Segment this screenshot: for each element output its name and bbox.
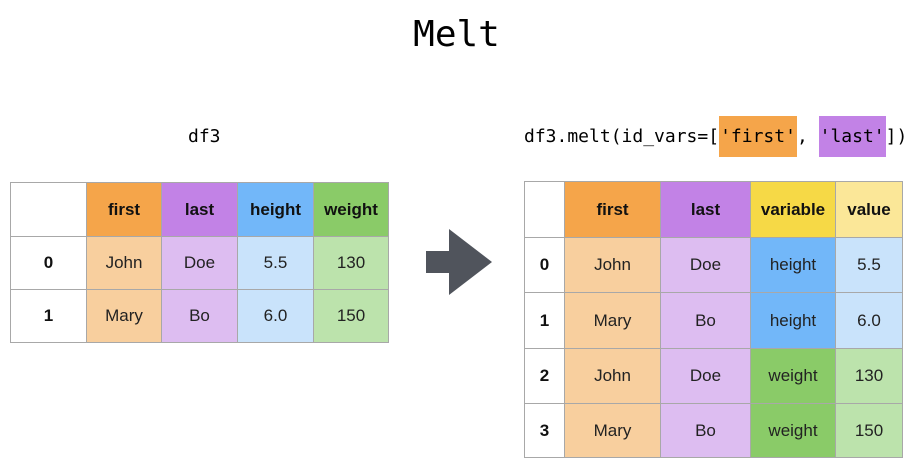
input-table: first last height weight 0 John Doe 5.5 … (10, 182, 389, 343)
caption-first-highlight: 'first' (719, 116, 797, 157)
row-index: 0 (524, 237, 565, 293)
cell-value: 150 (835, 403, 903, 458)
cell-last: Doe (161, 236, 238, 290)
header-index (10, 182, 87, 237)
header-last: last (660, 181, 751, 238)
row-index: 3 (524, 403, 565, 458)
cell-last: Bo (660, 403, 751, 458)
header-variable: variable (750, 181, 836, 238)
cell-height: 5.5 (237, 236, 314, 290)
diagram-title: Melt (413, 14, 500, 55)
caption-suffix: ]) (885, 126, 908, 147)
cell-last: Doe (660, 237, 751, 293)
cell-first: Mary (86, 289, 162, 343)
header-last: last (161, 182, 238, 237)
caption-separator: , (796, 126, 819, 147)
table-row: 2 John Doe weight 130 (524, 348, 903, 404)
right-caption: df3.melt(id_vars=['first', 'last']) (524, 116, 908, 157)
header-weight: weight (313, 182, 389, 237)
row-index: 1 (10, 289, 87, 343)
cell-variable: weight (750, 348, 836, 404)
table-row: 0 John Doe height 5.5 (524, 237, 903, 293)
cell-last: Doe (660, 348, 751, 404)
cell-first: John (564, 237, 661, 293)
caption-prefix: df3.melt(id_vars=[ (524, 126, 720, 147)
cell-first: Mary (564, 292, 661, 349)
header-first: first (86, 182, 162, 237)
cell-variable: height (750, 292, 836, 349)
left-caption: df3 (188, 126, 221, 147)
caption-last-highlight: 'last' (818, 116, 886, 157)
cell-first: John (86, 236, 162, 290)
cell-variable: height (750, 237, 836, 293)
row-index: 0 (10, 236, 87, 290)
header-value: value (835, 181, 903, 238)
cell-weight: 130 (313, 236, 389, 290)
cell-value: 6.0 (835, 292, 903, 349)
cell-first: Mary (564, 403, 661, 458)
table-row: 3 Mary Bo weight 150 (524, 403, 903, 458)
table-row: 1 Mary Bo 6.0 150 (10, 289, 389, 343)
header-first: first (564, 181, 661, 238)
cell-last: Bo (660, 292, 751, 349)
cell-value: 130 (835, 348, 903, 404)
cell-value: 5.5 (835, 237, 903, 293)
table-row: 1 Mary Bo height 6.0 (524, 292, 903, 349)
row-index: 1 (524, 292, 565, 349)
right-arrow-icon (426, 229, 492, 295)
header-index (524, 181, 565, 238)
row-index: 2 (524, 348, 565, 404)
melted-table: first last variable value 0 John Doe hei… (524, 181, 903, 458)
cell-height: 6.0 (237, 289, 314, 343)
cell-first: John (564, 348, 661, 404)
cell-last: Bo (161, 289, 238, 343)
table-row: 0 John Doe 5.5 130 (10, 236, 389, 290)
header-height: height (237, 182, 314, 237)
cell-variable: weight (750, 403, 836, 458)
cell-weight: 150 (313, 289, 389, 343)
